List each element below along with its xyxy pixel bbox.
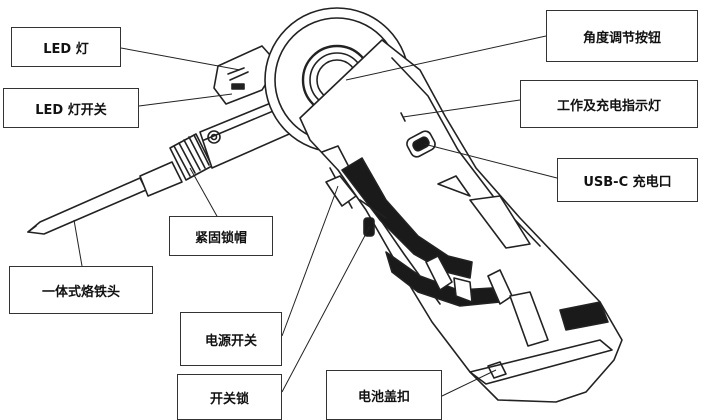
leader-led-light xyxy=(120,47,241,71)
leader-angle-knob xyxy=(345,35,547,81)
leader-led-switch xyxy=(138,93,233,107)
leader-power-switch xyxy=(281,185,339,337)
led-housing-part xyxy=(213,45,279,105)
label-led-light: LED 灯 xyxy=(11,27,121,67)
tip-part xyxy=(27,161,183,235)
leader-tip xyxy=(73,219,83,267)
label-switch-lock: 开关锁 xyxy=(177,374,282,420)
label-power-switch: 电源开关 xyxy=(180,312,282,366)
leader-lock-cap xyxy=(189,167,219,219)
label-indicator: 工作及充电指示灯 xyxy=(520,80,698,128)
label-tip: 一体式烙铁头 xyxy=(9,266,153,314)
label-angle-knob: 角度调节按钮 xyxy=(546,10,698,62)
leader-battery-latch xyxy=(441,369,497,397)
grip-part xyxy=(341,157,549,347)
leader-indicator xyxy=(402,99,521,118)
leader-usb-port xyxy=(423,143,558,179)
label-battery-latch: 电池盖扣 xyxy=(326,370,442,420)
usb-port-part xyxy=(406,130,436,158)
label-usb-port: USB-C 充电口 xyxy=(557,158,698,202)
battery-part xyxy=(469,301,613,385)
lock-cap-part xyxy=(169,133,213,181)
switch-part xyxy=(325,175,375,237)
label-led-switch: LED 灯开关 xyxy=(3,88,139,128)
label-lock-cap: 紧固锁帽 xyxy=(169,216,273,256)
leader-switch-lock xyxy=(281,225,371,393)
